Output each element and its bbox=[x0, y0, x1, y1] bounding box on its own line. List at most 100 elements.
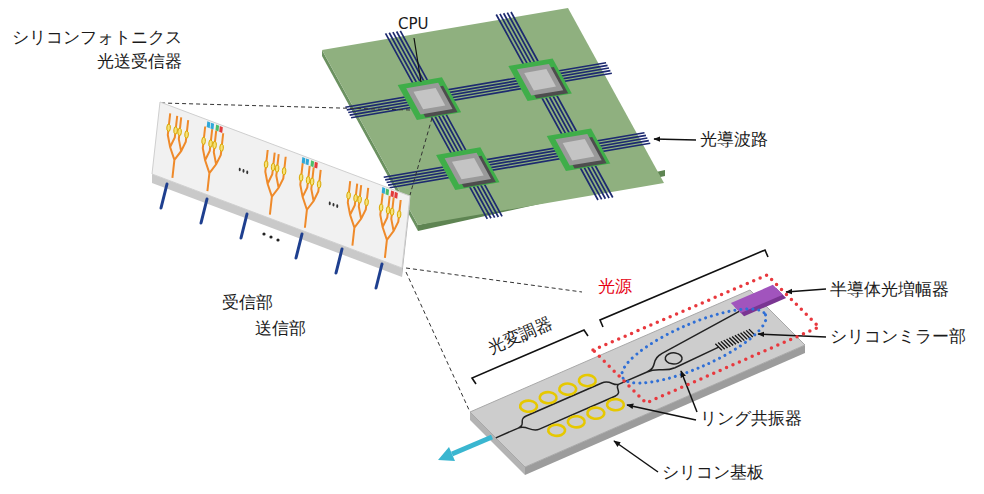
silicon-substrate bbox=[470, 281, 825, 467]
cpu-top bbox=[414, 88, 446, 109]
optical-fiber bbox=[376, 264, 382, 288]
zoom-line bbox=[406, 272, 470, 412]
part-label: 半導体光増幅器 bbox=[830, 279, 949, 300]
cpu-top bbox=[452, 158, 484, 179]
pad bbox=[215, 125, 219, 132]
part-label: シリコン基板 bbox=[662, 462, 764, 483]
optical-circuit bbox=[294, 162, 322, 231]
chip-surface bbox=[152, 102, 410, 268]
optical-fiber bbox=[241, 214, 247, 238]
part-label: リング共振器 bbox=[700, 408, 802, 429]
ring-resonators bbox=[517, 372, 627, 440]
region-heading: 光源 bbox=[598, 276, 632, 297]
pad bbox=[302, 157, 306, 164]
ring bbox=[545, 423, 568, 438]
cpu-chip bbox=[436, 147, 499, 190]
cpu-top bbox=[524, 69, 556, 90]
part-label: 光導波路 bbox=[700, 129, 768, 150]
ring bbox=[565, 414, 588, 429]
ring bbox=[556, 381, 579, 396]
ring bbox=[576, 373, 599, 388]
optical-fiber bbox=[296, 234, 302, 258]
dot bbox=[329, 201, 331, 205]
soa-block bbox=[731, 285, 783, 313]
substrate-surface bbox=[470, 290, 805, 467]
cpu-top bbox=[563, 139, 595, 160]
ring bbox=[604, 397, 627, 412]
output-light-arrow-head bbox=[438, 447, 455, 461]
red-dotted-outline bbox=[593, 275, 819, 403]
cpu-pad bbox=[508, 58, 571, 101]
pad bbox=[382, 187, 386, 194]
cpu-body bbox=[406, 83, 452, 115]
ring-group bbox=[166, 123, 188, 138]
dot bbox=[242, 169, 244, 173]
ellipsis-dots bbox=[262, 232, 279, 241]
cpu-pad bbox=[398, 77, 461, 120]
ring bbox=[536, 390, 559, 405]
pad bbox=[210, 123, 214, 130]
dot bbox=[332, 203, 334, 207]
ring bbox=[584, 406, 607, 421]
waveguide-bundle bbox=[384, 133, 651, 188]
ring bbox=[184, 130, 188, 139]
waveguide-bundle bbox=[496, 12, 613, 200]
ring bbox=[662, 351, 685, 366]
pad bbox=[310, 160, 314, 167]
zoom-line bbox=[162, 103, 410, 110]
part-label: シリコンフォトニクス 光送受信器 bbox=[4, 26, 182, 74]
waveguide-tree bbox=[163, 113, 188, 181]
leader-arrow bbox=[786, 289, 826, 292]
optical-circuit bbox=[342, 180, 370, 249]
part-label: 光変調器 bbox=[485, 313, 556, 360]
part-label: シリコンミラー部 bbox=[830, 326, 966, 347]
leader-arrow bbox=[627, 405, 696, 420]
cpu-body bbox=[445, 153, 491, 185]
leader-arrow bbox=[681, 371, 697, 412]
ellipsis-dots bbox=[239, 167, 339, 208]
part-label: 受信部 bbox=[222, 292, 273, 313]
cpu-chip bbox=[398, 77, 461, 120]
optical-fiber bbox=[161, 184, 167, 208]
ring bbox=[166, 123, 170, 132]
transceiver-chip bbox=[152, 102, 410, 268]
optical-circuit bbox=[162, 113, 190, 182]
zoom-line bbox=[406, 268, 582, 292]
part-label: CPU bbox=[398, 15, 429, 34]
optical-circuit bbox=[374, 193, 402, 262]
cpu-chip bbox=[547, 128, 610, 171]
pad bbox=[305, 158, 309, 165]
pad bbox=[314, 162, 318, 169]
ring bbox=[173, 126, 177, 135]
cpu-chip bbox=[508, 58, 571, 101]
cpu-pad bbox=[436, 147, 499, 190]
dot bbox=[269, 235, 272, 238]
dot bbox=[336, 204, 338, 208]
waveguide-bundle bbox=[386, 31, 503, 219]
leader-line bbox=[414, 38, 421, 82]
cpu-body bbox=[555, 134, 601, 166]
optical-circuit bbox=[259, 149, 287, 218]
dot bbox=[239, 167, 241, 171]
optical-fiber bbox=[201, 199, 207, 223]
ring bbox=[517, 399, 540, 414]
dot bbox=[276, 238, 279, 241]
optical-fiber bbox=[336, 249, 342, 273]
zoom-line bbox=[410, 118, 432, 195]
cpu-body bbox=[517, 64, 563, 96]
pad bbox=[385, 189, 389, 196]
light-source-region: 光源 bbox=[588, 272, 824, 408]
leader-arrow bbox=[758, 334, 826, 337]
pad bbox=[390, 190, 394, 197]
optical-circuit bbox=[197, 126, 225, 195]
part-label: 送信部 bbox=[255, 318, 306, 339]
leader-arrow bbox=[614, 441, 658, 472]
dot bbox=[262, 232, 265, 235]
output-light-arrow bbox=[452, 437, 492, 454]
ring bbox=[177, 128, 181, 137]
electrode-pads bbox=[207, 121, 398, 198]
cpu-pad bbox=[547, 128, 610, 171]
pad bbox=[207, 121, 211, 128]
